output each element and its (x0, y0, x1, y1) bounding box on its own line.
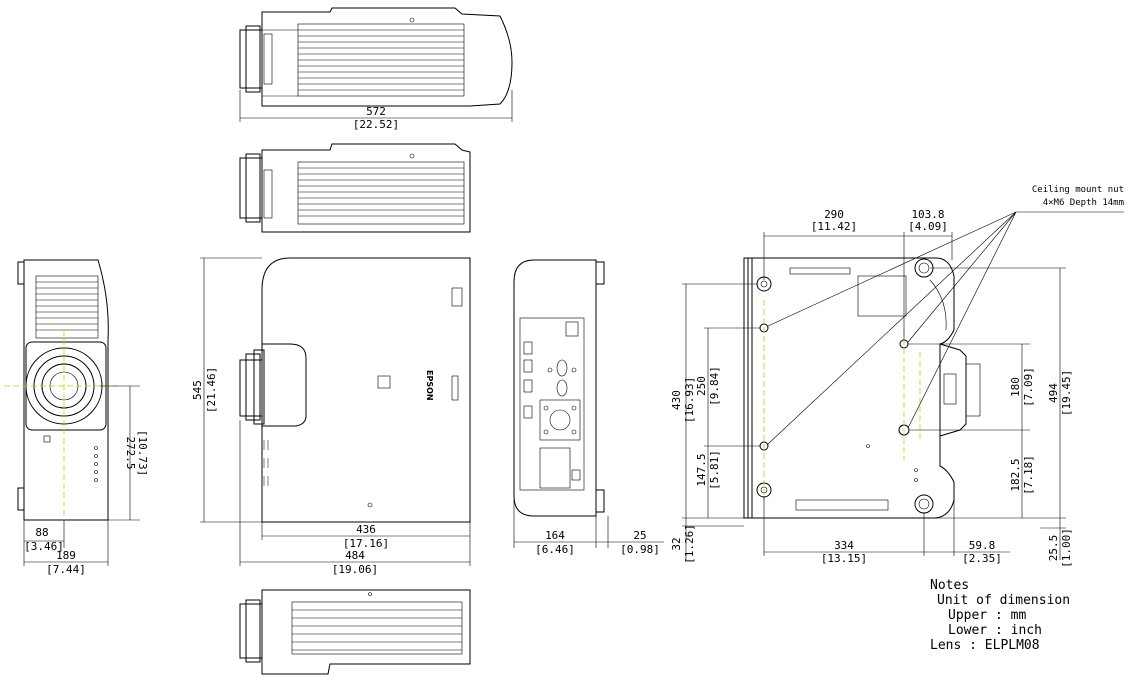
dim-430-mm: 430 (670, 390, 683, 410)
dim-59-mm: 59.8 (969, 539, 996, 552)
callout-line2: 4×M6 Depth 14mm (1043, 198, 1124, 208)
dim-103-mm: 103.8 (911, 208, 944, 221)
dim-182-mm: 182.5 (1009, 458, 1022, 491)
dim-25_5-in: [1.00] (1060, 528, 1073, 568)
dim-32-in: [1.26] (683, 524, 696, 564)
dim-main: 545 [21.46] 436 [17.16] 484 [19.06] (191, 257, 471, 576)
ceiling-dims: 290 [11.42] 103.8 [4.09] 430 [16.93] 250… (670, 208, 1073, 568)
mount-nut-callout: Ceiling mount nut 4×M6 Depth 14mm (767, 185, 1124, 445)
dim-545-mm: 545 (191, 380, 204, 400)
dim-494-in: [19.45] (1060, 370, 1073, 416)
front-view (4, 259, 120, 521)
dim-88-in: [3.46] (24, 540, 64, 553)
dim-25-in: [0.98] (620, 543, 660, 556)
dim-182-in: [7.18] (1022, 455, 1035, 495)
rear-view (513, 259, 605, 517)
dim-272-in: [10.73] (136, 430, 149, 476)
dim-572-mm: 572 (366, 105, 386, 118)
dim-59-in: [2.35] (962, 552, 1002, 565)
notes: Notes Unit of dimension Upper : mm Lower… (930, 578, 1070, 653)
main-top-view: EPSON (239, 257, 471, 523)
dim-side: 164 [6.46] 25 [0.98] (513, 500, 664, 556)
dim-484-mm: 484 (345, 549, 365, 562)
dim-147-mm: 147.5 (695, 453, 708, 486)
dim-494-mm: 494 (1047, 383, 1060, 403)
top-view-2 (239, 143, 471, 233)
dim-290-in: [11.42] (811, 220, 857, 233)
notes-unit: Unit of dimension (937, 593, 1070, 608)
notes-upper: Upper : mm (948, 608, 1026, 623)
top-view-1 (239, 7, 513, 107)
dim-572-in: [22.52] (353, 118, 399, 131)
dim-103-in: [4.09] (908, 220, 948, 233)
dim-189-mm: 189 (56, 549, 76, 562)
dim-189-in: [7.44] (46, 563, 86, 576)
dim-572: 572 [22.52] (239, 90, 513, 131)
dim-545-in: [21.46] (205, 367, 218, 413)
ceiling-view (743, 257, 981, 519)
dim-272-mm: 272.5 (124, 436, 137, 469)
dim-164-mm: 164 (545, 529, 565, 542)
dim-334-mm: 334 (834, 539, 854, 552)
dim-436-mm: 436 (356, 523, 376, 536)
dim-430-in: [16.93] (683, 377, 696, 423)
dim-88-mm: 88 (35, 526, 48, 539)
dim-32-mm: 32 (670, 537, 683, 550)
dim-25_5-mm: 25.5 (1047, 535, 1060, 562)
dim-180-in: [7.09] (1022, 367, 1035, 407)
callout-line1: Ceiling mount nut (1032, 185, 1124, 195)
dim-484-in: [19.06] (332, 563, 378, 576)
dim-front: 272.5 [10.73] 88 [3.46] 189 [7.44] (23, 385, 149, 576)
dim-290-mm: 290 (824, 208, 844, 221)
dim-164-in: [6.46] (535, 543, 575, 556)
epson-logo: EPSON (425, 370, 434, 401)
lower-view (239, 589, 471, 675)
dim-334-in: [13.15] (821, 552, 867, 565)
dim-180-mm: 180 (1009, 377, 1022, 397)
dim-436-in: [17.16] (343, 537, 389, 550)
notes-lens: Lens : ELPLM08 (930, 638, 1040, 653)
dim-250-mm: 250 (695, 376, 708, 396)
dim-25-mm: 25 (633, 529, 646, 542)
dim-147-in: [5.81] (708, 450, 721, 490)
notes-lower: Lower : inch (948, 623, 1042, 638)
dim-250-in: [9.84] (708, 366, 721, 406)
notes-title: Notes (930, 578, 969, 593)
